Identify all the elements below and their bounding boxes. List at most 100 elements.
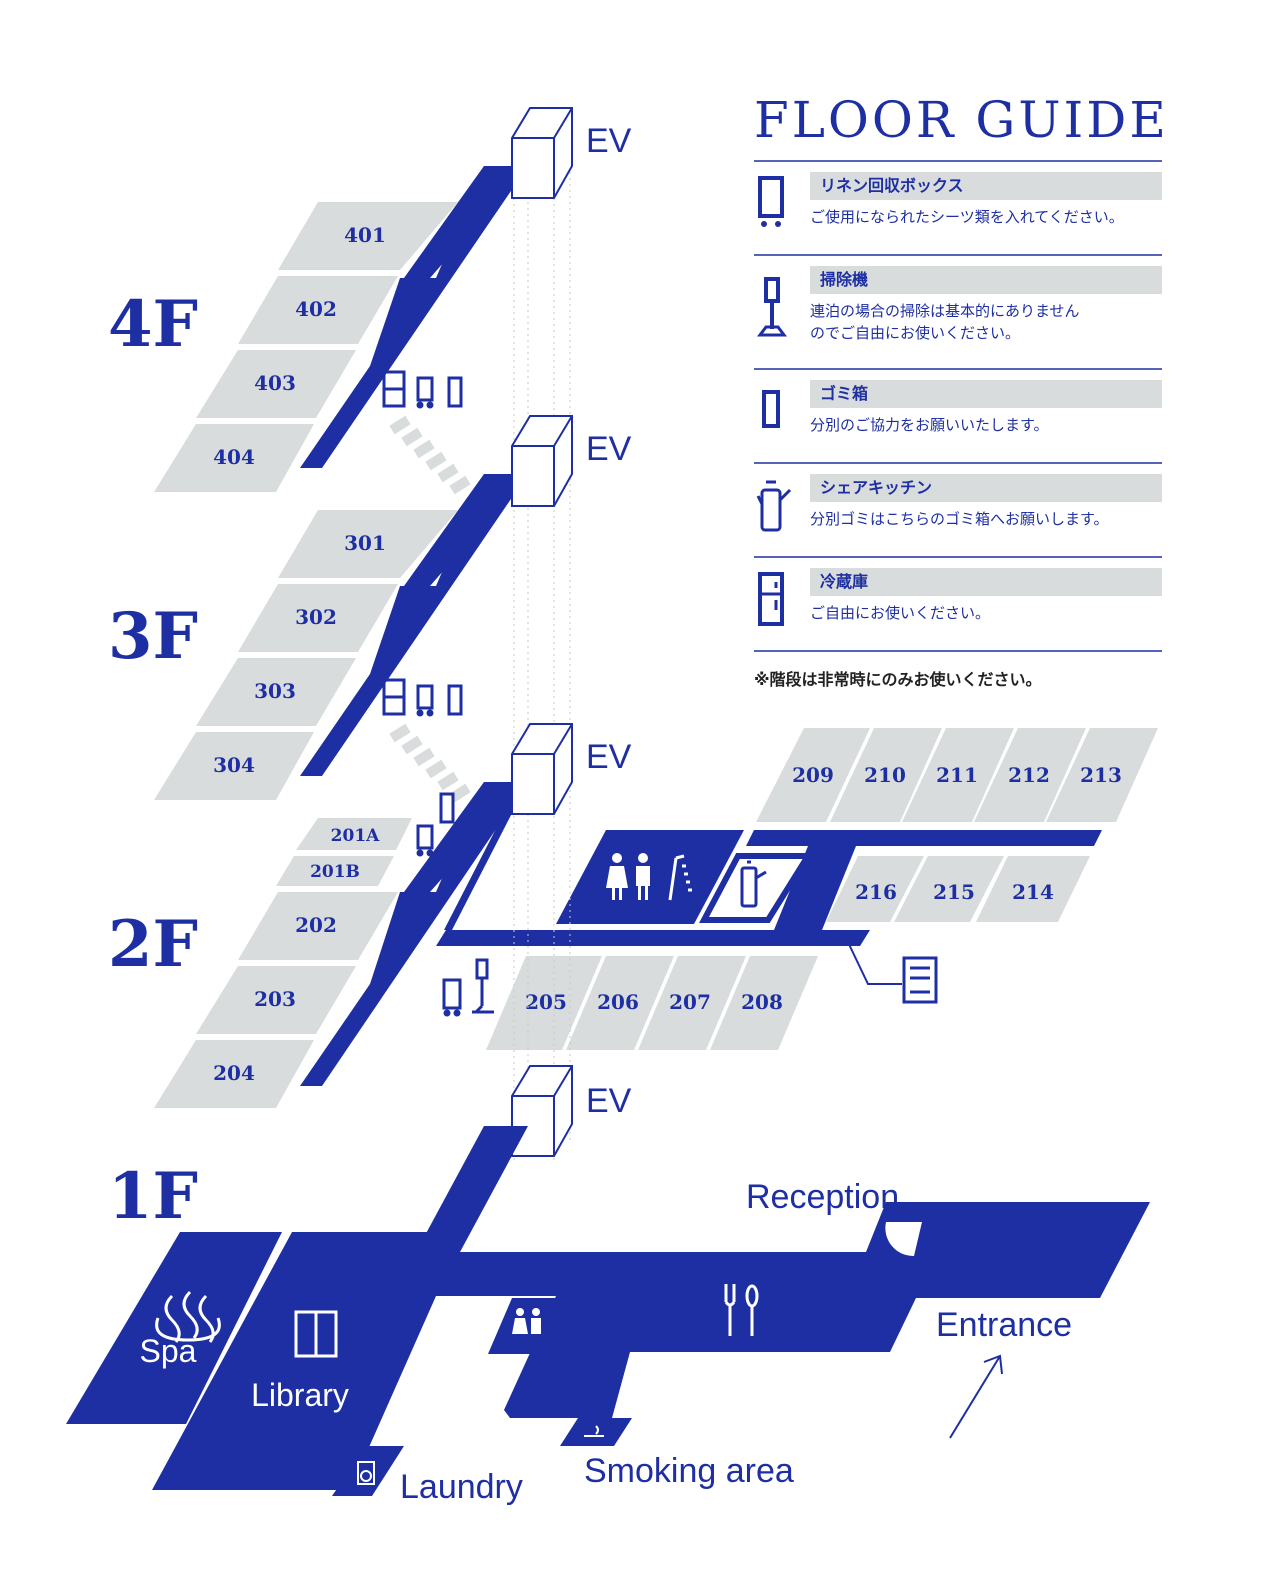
room-201b[interactable] xyxy=(276,856,394,886)
room-404[interactable] xyxy=(154,424,314,492)
room-210[interactable] xyxy=(830,728,942,822)
elevator-1f[interactable] xyxy=(511,1065,573,1157)
guide-item-linen: リネン回収ボックス ご使用になられたシーツ類を入れてください。 xyxy=(754,162,1162,254)
divider xyxy=(754,462,1162,464)
cafe-subtitle: CAFE & DINING xyxy=(662,1397,821,1417)
room-214[interactable] xyxy=(976,856,1090,922)
guide-item-title: リネン回収ボックス xyxy=(810,172,1162,200)
kettle-icon xyxy=(756,480,792,532)
cigarette-icon xyxy=(584,1425,604,1437)
room-402[interactable] xyxy=(238,276,398,344)
room-304[interactable] xyxy=(154,732,314,800)
corridor-2f-junction xyxy=(774,846,856,930)
room-201a[interactable] xyxy=(296,818,412,850)
stairs-3f-2f xyxy=(389,723,471,803)
floor-label-3f: 3F xyxy=(108,599,198,674)
room-403[interactable] xyxy=(196,350,356,418)
room-label-215: 215 xyxy=(933,880,975,904)
divider xyxy=(754,254,1162,256)
room-207[interactable] xyxy=(638,956,746,1050)
guide-item-desc: 分別のご協力をお願いいたします。 xyxy=(810,416,1049,434)
room-301[interactable] xyxy=(278,510,458,578)
room-label-301: 301 xyxy=(344,531,386,555)
room-205[interactable] xyxy=(486,956,602,1050)
room-label-303: 303 xyxy=(254,679,296,703)
guide-item-kitchen: シェアキッチン 分別ゴミはこちらのゴミ箱へお願いします。 xyxy=(754,464,1162,556)
smoking-area-spot[interactable] xyxy=(560,1418,632,1446)
room-206[interactable] xyxy=(566,956,674,1050)
room-212[interactable] xyxy=(974,728,1086,822)
room-303[interactable] xyxy=(196,658,356,726)
cutlery-icon xyxy=(724,1284,759,1336)
floor-2f: 201A 201B 202 203 204 205 206 xyxy=(108,728,1158,1108)
library-area[interactable] xyxy=(152,1202,1150,1490)
guide-item-desc: 分別ゴミはこちらのゴミ箱へお願いします。 xyxy=(810,510,1109,528)
room-216[interactable] xyxy=(826,856,924,922)
room-label-214: 214 xyxy=(1012,880,1054,904)
room-label-202: 202 xyxy=(295,913,337,937)
room-401[interactable] xyxy=(278,202,458,270)
corridor-3f-upper xyxy=(404,474,528,586)
room-label-201b: 201B xyxy=(310,862,360,882)
divider xyxy=(754,650,1162,652)
trash-bin-icon xyxy=(762,390,780,428)
room-215[interactable] xyxy=(894,856,1004,922)
room-label-302: 302 xyxy=(295,605,337,629)
library-label: Library xyxy=(251,1377,349,1413)
room-label-205: 205 xyxy=(525,990,567,1014)
guide-item-trash: ゴミ箱 分別のご協力をお願いいたします。 xyxy=(754,370,1162,462)
entrance-arrow-icon xyxy=(949,1354,1003,1439)
elevator-4f[interactable] xyxy=(511,107,573,199)
room-209[interactable] xyxy=(756,728,870,822)
guide-item-title: ゴミ箱 xyxy=(810,380,1162,408)
room-label-216: 216 xyxy=(855,880,897,904)
stairs-4f-3f xyxy=(389,415,471,495)
reception-desk[interactable] xyxy=(885,1222,922,1257)
room-label-304: 304 xyxy=(213,753,255,777)
room-label-209: 209 xyxy=(792,763,834,787)
floor-label-4f: 4F xyxy=(108,287,198,362)
hot-spring-icon xyxy=(155,1290,221,1343)
restroom-1f[interactable] xyxy=(488,1298,572,1354)
laundry-label: Laundry xyxy=(400,1468,523,1506)
corridor-2f xyxy=(300,782,528,1086)
room-label-402: 402 xyxy=(295,297,337,321)
elevator-3f[interactable] xyxy=(511,415,573,507)
room-203[interactable] xyxy=(196,966,356,1034)
vacuum-cleaner-icon xyxy=(757,277,787,337)
washing-machine-icon xyxy=(357,1461,375,1485)
corridor-3f xyxy=(300,474,528,776)
room-label-213: 213 xyxy=(1080,763,1122,787)
divider xyxy=(754,160,1162,162)
room-211[interactable] xyxy=(902,728,1014,822)
room-302[interactable] xyxy=(238,584,398,652)
room-label-212: 212 xyxy=(1008,763,1050,787)
smoking-area-label: Smoking area xyxy=(584,1452,794,1490)
elevator-2f[interactable] xyxy=(511,723,573,815)
corridor-4f xyxy=(300,166,528,468)
guide-item-fridge: 冷蔵庫 ご自由にお使いください。 xyxy=(754,558,1162,650)
room-label-203: 203 xyxy=(254,987,296,1011)
stairs-note: ※階段は非常時にのみお使いください。 xyxy=(754,670,1042,689)
floor-guide-legend: FLOOR GUIDE リネン回収ボックス ご使用になられたシーツ類を入れてくだ… xyxy=(754,90,1169,690)
amenity-icons-3f xyxy=(382,678,463,717)
room-label-208: 208 xyxy=(741,990,783,1014)
spa-area[interactable] xyxy=(66,1232,282,1424)
guide-title: FLOOR GUIDE xyxy=(754,91,1169,149)
floor-label-2f: 2F xyxy=(108,907,198,982)
room-label-207: 207 xyxy=(669,990,711,1014)
floor-label-1f: 1F xyxy=(108,1159,198,1234)
room-202[interactable] xyxy=(238,892,398,960)
room-204[interactable] xyxy=(154,1040,314,1108)
corridor-1f-north xyxy=(416,1126,528,1252)
shower-icon-2f xyxy=(668,854,692,901)
entrance-label: Entrance xyxy=(936,1306,1072,1344)
room-label-403: 403 xyxy=(254,371,296,395)
room-208[interactable] xyxy=(710,956,818,1050)
elevator-guide-lines xyxy=(513,166,571,1160)
guide-item-title: 冷蔵庫 xyxy=(810,568,1162,596)
floor-4f: 401 402 403 404 4F xyxy=(108,166,528,495)
vending-machine-icon-2f xyxy=(840,932,938,1004)
divider xyxy=(754,368,1162,370)
room-213[interactable] xyxy=(1046,728,1158,822)
